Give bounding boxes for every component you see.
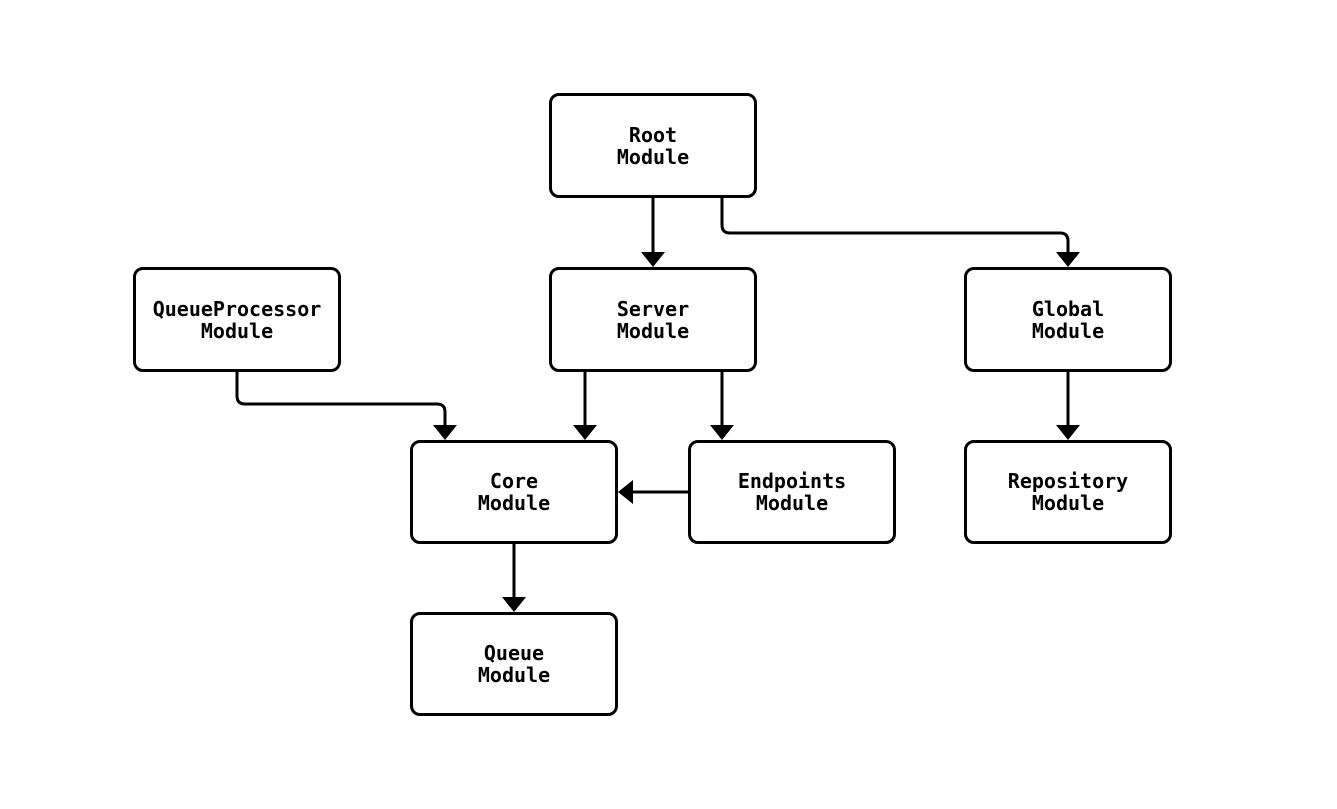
- node-label-line: Module: [200, 318, 274, 343]
- edge-root-to-server: [641, 198, 665, 267]
- node-label-line: Module: [616, 318, 690, 343]
- node-label-line: Module: [1031, 491, 1105, 515]
- node-label-line: Global: [1031, 296, 1105, 321]
- arrowhead-icon: [573, 425, 597, 440]
- edge-core-to-queue: [502, 544, 526, 612]
- arrowhead-icon: [433, 425, 457, 440]
- edge-server-to-core: [573, 372, 597, 440]
- arrowhead-icon: [502, 597, 526, 612]
- arrowhead-icon: [1056, 425, 1080, 440]
- arrowhead-icon: [710, 425, 734, 440]
- node-label-line: Module: [1031, 318, 1105, 343]
- edge-global-to-repository: [1056, 372, 1080, 440]
- node-label-line: Endpoints: [737, 469, 847, 493]
- edge-server-to-endpoints: [710, 372, 734, 440]
- edge-root-to-global: [720, 198, 1080, 267]
- arrowhead-icon: [641, 252, 665, 267]
- node-label-line: Module: [477, 663, 551, 687]
- node-label-line: Module: [477, 491, 551, 515]
- node-label-line: Core: [489, 469, 539, 493]
- edge-queueprocessor-to-core: [235, 372, 457, 440]
- edge-endpoints-to-core: [618, 480, 688, 504]
- node-label-line: Server: [616, 296, 690, 321]
- edge-line: [720, 198, 1070, 252]
- node-label-line: QueueProcessor: [152, 296, 322, 321]
- node-label-line: Module: [616, 144, 690, 169]
- node-label-line: Queue: [483, 641, 545, 665]
- edge-line: [235, 372, 447, 425]
- node-label-line: Module: [755, 491, 829, 515]
- node-label-line: Root: [628, 122, 678, 147]
- node-label-line: Repository: [1007, 469, 1129, 493]
- arrowhead-icon: [1056, 252, 1080, 267]
- arrowhead-icon: [618, 480, 633, 504]
